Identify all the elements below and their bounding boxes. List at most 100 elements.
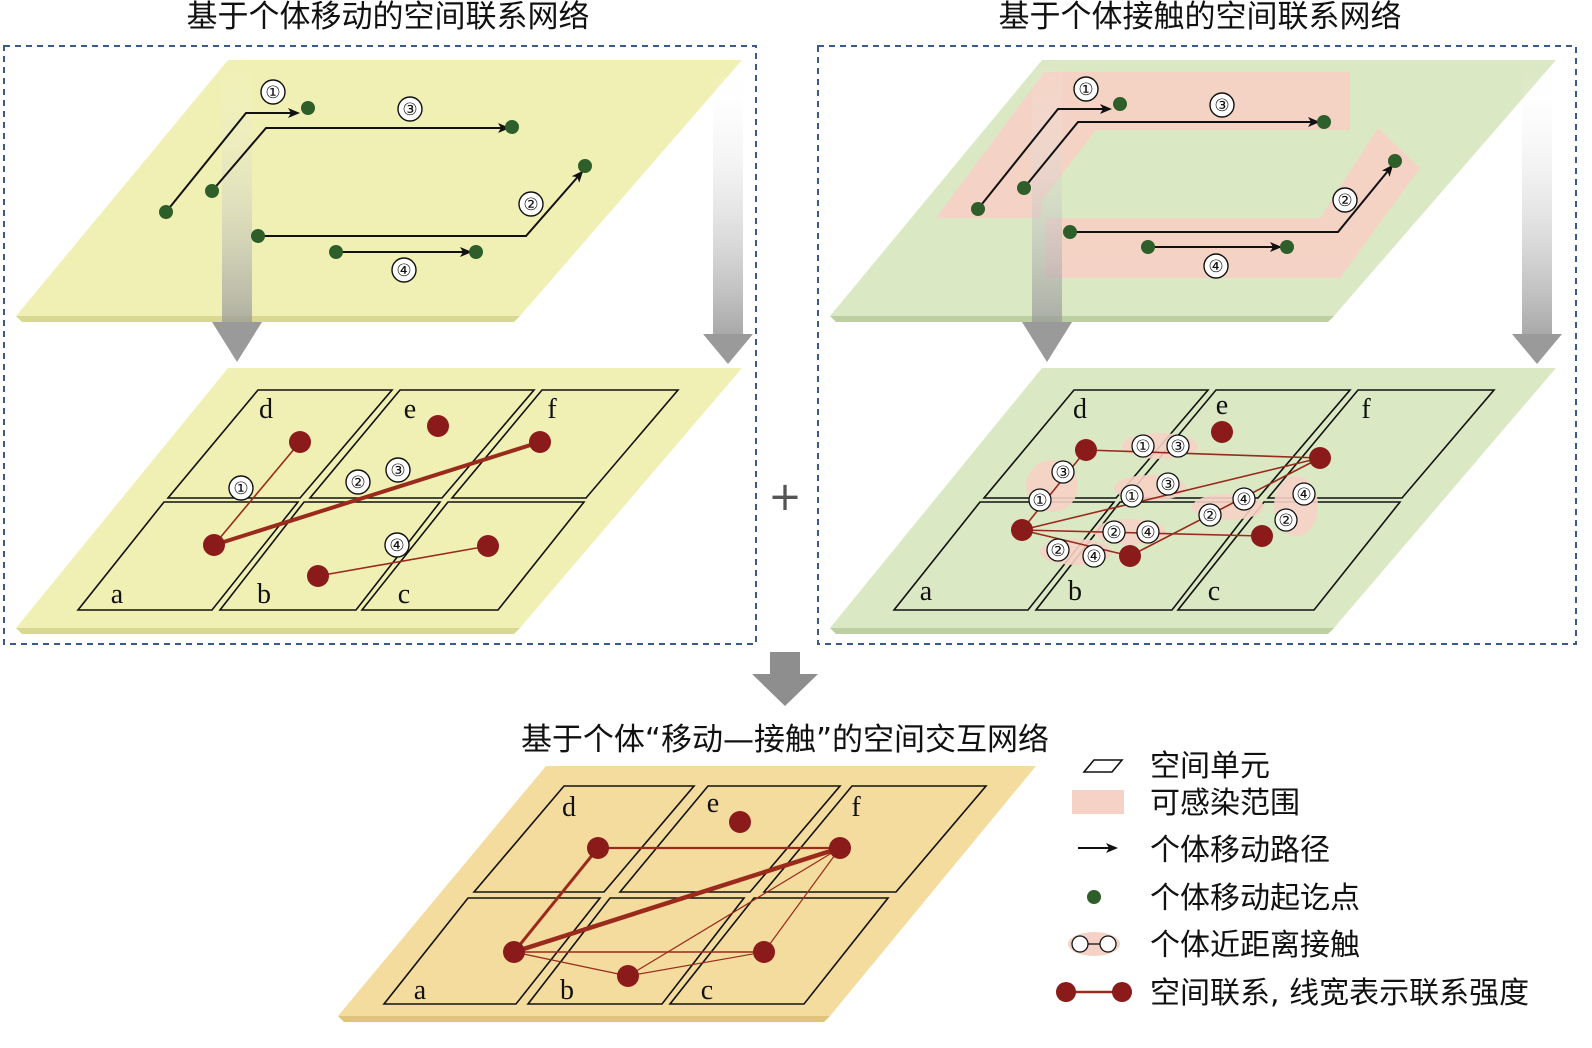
contact-od-points [971, 97, 1402, 254]
od-point [329, 245, 343, 259]
svg-text:①: ① [265, 83, 280, 102]
plus-symbol: + [768, 474, 802, 520]
od-point [159, 205, 173, 219]
pink-band-icon [1072, 790, 1124, 814]
contact-route-labels: ① ③ ② ④ [1073, 76, 1358, 279]
movement-panel-frame [3, 45, 757, 645]
svg-text:③: ③ [1214, 96, 1229, 115]
contact-cell-labels: a b c d e f [920, 390, 1372, 607]
contact-network-title: 基于个体接触的空间联系网络 [999, 0, 1402, 35]
legend: 空间单元 可感染范围 个体移动路径 个体移动起讫点 个体近距离接触 [1056, 749, 1529, 1011]
svg-text:b: b [1068, 576, 1082, 607]
od-points [159, 101, 592, 259]
contact-link-labels: ① ③ ③ ① ① ③ ② ④ ② ④ ② ④ ④ ② [1028, 434, 1316, 568]
svg-text:①: ① [1135, 437, 1150, 456]
svg-text:个体近距离接触: 个体近距离接触 [1150, 928, 1360, 963]
legend-item-spatial-link: 空间联系, 线宽表示联系强度 [1056, 976, 1529, 1011]
svg-text:③: ③ [1055, 463, 1070, 482]
svg-text:④: ④ [1140, 523, 1155, 542]
svg-text:f: f [1361, 394, 1371, 425]
svg-text:e: e [707, 788, 719, 819]
od-point [251, 229, 265, 243]
svg-text:②: ② [1337, 191, 1352, 210]
svg-text:b: b [257, 579, 271, 610]
svg-text:②: ② [1278, 511, 1293, 530]
svg-text:②: ② [1050, 541, 1065, 560]
od-point [505, 120, 519, 134]
down-arrow-icon [703, 64, 753, 364]
contact-links [1021, 449, 1321, 557]
svg-text:②: ② [1106, 523, 1121, 542]
svg-text:④: ④ [1086, 547, 1101, 566]
svg-text:f: f [851, 792, 861, 823]
legend-item-close-contact: 个体近距离接触 [1068, 928, 1360, 963]
svg-text:f: f [547, 394, 557, 425]
movement-link-labels: ① ② ③ ④ [228, 457, 411, 558]
svg-text:b: b [560, 975, 574, 1006]
contact-movement-paths [977, 104, 1394, 252]
svg-text:a: a [111, 579, 124, 610]
svg-text:空间联系, 线宽表示联系强度: 空间联系, 线宽表示联系强度 [1150, 976, 1529, 1011]
down-arrow-icon [1022, 60, 1072, 362]
svg-text:d: d [562, 792, 576, 823]
od-point [205, 184, 219, 198]
movement-top-plane [16, 60, 742, 322]
svg-text:e: e [1216, 390, 1228, 421]
svg-text:④: ④ [1208, 257, 1223, 276]
svg-text:空间单元: 空间单元 [1150, 749, 1270, 784]
down-arrow-icon [1512, 64, 1562, 364]
combined-network-title: 基于个体“移动—接触”的空间交互网络 [521, 722, 1049, 758]
od-point [469, 245, 483, 259]
combined-cell-labels: a b c d e f [414, 788, 862, 1006]
svg-text:②: ② [350, 473, 365, 492]
movement-bottom-plane [16, 368, 742, 634]
legend-item-spatial-unit: 空间单元 [1082, 749, 1270, 784]
svg-text:④: ④ [1236, 490, 1251, 509]
green-dot-icon [1087, 890, 1101, 904]
contact-unit-nodes [1011, 421, 1331, 567]
route-2-path [258, 170, 584, 237]
svg-text:个体移动起讫点: 个体移动起讫点 [1150, 881, 1360, 916]
route-1-path [165, 108, 300, 213]
contact-panel-frame [817, 45, 1577, 645]
svg-text:a: a [414, 975, 427, 1006]
legend-item-od-point: 个体移动起讫点 [1087, 881, 1360, 916]
svg-text:d: d [1073, 394, 1087, 425]
svg-text:④: ④ [396, 261, 411, 280]
svg-text:可感染范围: 可感染范围 [1150, 786, 1300, 821]
red-link-icon [1056, 982, 1132, 1002]
combined-unit-nodes [503, 811, 851, 987]
legend-item-movement-path: 个体移动路径 [1078, 833, 1330, 868]
route-3-path [211, 123, 510, 192]
svg-text:d: d [259, 394, 273, 425]
svg-text:c: c [1208, 576, 1220, 607]
unit-nodes [203, 415, 551, 587]
svg-text:③: ③ [390, 461, 405, 480]
combined-links [512, 845, 841, 977]
svg-text:②: ② [1202, 506, 1217, 525]
svg-text:①: ① [1032, 491, 1047, 510]
parallelogram-icon [1082, 759, 1124, 773]
svg-text:①: ① [1078, 80, 1093, 99]
legend-item-infection-zone: 可感染范围 [1072, 786, 1300, 821]
contact-link-icon: ① ③ [1131, 434, 1190, 458]
svg-text:e: e [404, 394, 416, 425]
movement-network-title: 基于个体移动的空间联系网络 [187, 0, 590, 35]
svg-text:③: ③ [1160, 475, 1175, 494]
route-number-labels: ① ③ ② ④ [260, 79, 544, 283]
movement-paths [165, 108, 584, 257]
svg-text:①: ① [1124, 487, 1139, 506]
svg-text:③: ③ [1170, 437, 1185, 456]
down-arrow-icon [212, 60, 262, 362]
svg-text:②: ② [523, 195, 538, 214]
od-point [578, 159, 592, 173]
movement-links [213, 440, 541, 577]
svg-text:④: ④ [389, 536, 404, 555]
svg-text:④: ④ [1296, 485, 1311, 504]
svg-text:a: a [920, 576, 933, 607]
cell-labels: a b c d e f [111, 394, 558, 610]
svg-text:①: ① [233, 479, 248, 498]
svg-text:c: c [701, 975, 713, 1006]
svg-text:③: ③ [402, 100, 417, 119]
